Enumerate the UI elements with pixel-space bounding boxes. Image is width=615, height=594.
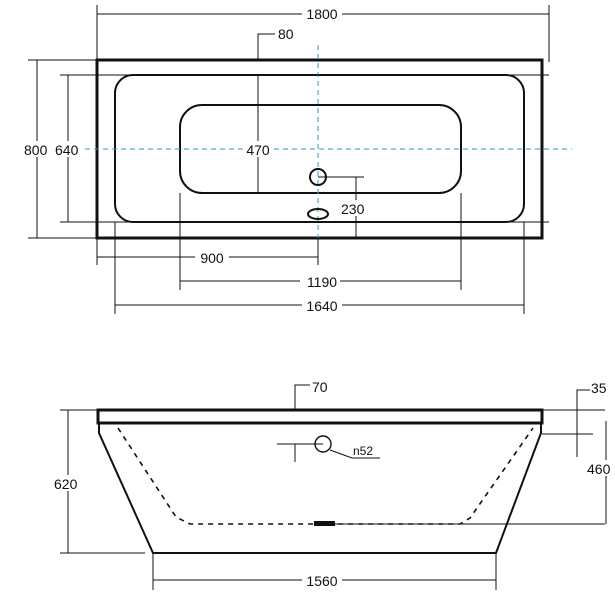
tub-inner-hidden-line (117, 427, 534, 525)
dimension-inner-width: 640 (55, 142, 79, 158)
top-view: 1800 80 800 640 470 230 900 (23, 4, 572, 314)
drain-outlet-icon (314, 521, 335, 526)
dimension-inner-depth: 460 (587, 461, 611, 477)
overflow-icon (307, 208, 329, 220)
dimension-rim-width: 80 (278, 26, 294, 42)
dimension-overall-width: 800 (24, 142, 48, 158)
leader-n52 (329, 449, 380, 459)
dimension-overflow-offset: 35 (591, 380, 607, 396)
dimension-total-height: 620 (54, 476, 78, 492)
leader-70 (294, 384, 310, 410)
dimension-inner-length: 1640 (306, 298, 337, 314)
overflow-diameter-label: n52 (353, 444, 373, 458)
dimension-rim-height: 70 (312, 379, 328, 395)
side-view: n52 70 35 460 620 1560 (52, 379, 615, 590)
tub-side-outline (98, 423, 542, 554)
dimension-drain-offset: 230 (341, 201, 365, 217)
dimension-floor-length: 1190 (307, 274, 337, 290)
dimension-base-length: 1560 (306, 573, 337, 589)
dimension-overall-length: 1800 (306, 6, 337, 22)
leader-35 (576, 389, 590, 457)
dimension-floor-width: 470 (246, 142, 270, 158)
leader-80 (257, 33, 275, 60)
dimension-drain-position: 900 (200, 250, 224, 266)
tub-rim (96, 408, 544, 425)
